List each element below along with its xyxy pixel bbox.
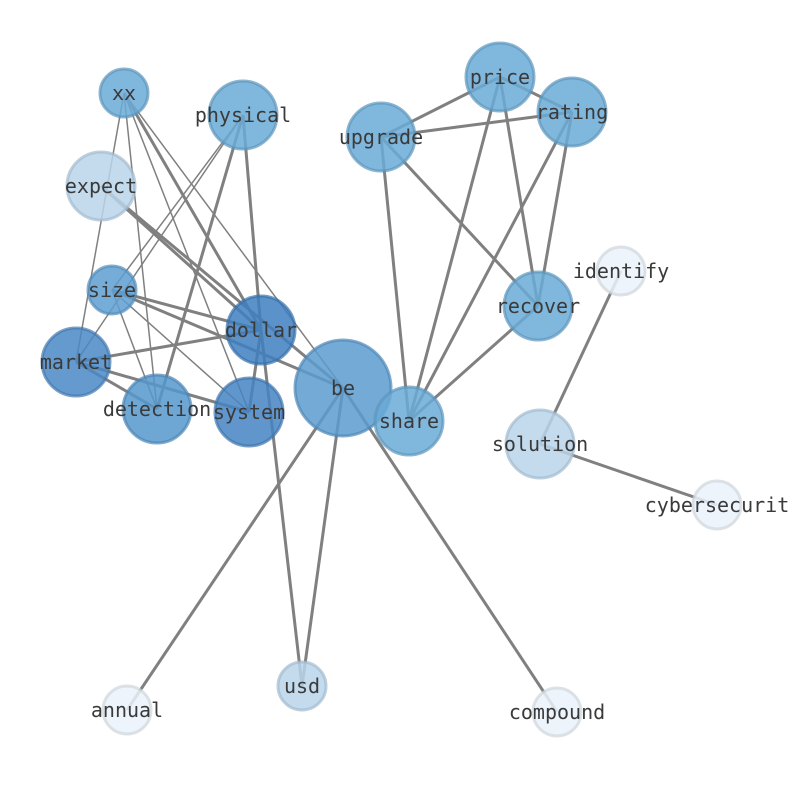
node-circle-xx[interactable] [98, 67, 150, 119]
node-label-price: price [470, 65, 530, 89]
node-expect[interactable]: expect [65, 150, 137, 222]
node-label-size: size [88, 278, 136, 302]
node-label-be: be [331, 376, 355, 400]
node-identify[interactable]: identify [573, 245, 669, 297]
node-system[interactable]: system [213, 376, 285, 448]
node-usd[interactable]: usd [276, 660, 328, 712]
edge-be-usd [300, 387, 345, 687]
node-circle-detection[interactable] [121, 373, 193, 445]
node-label-market: market [40, 350, 112, 374]
node-xx[interactable]: xx [98, 67, 150, 119]
node-circle-size[interactable] [86, 264, 138, 316]
node-label-identify: identify [573, 259, 669, 283]
node-rating[interactable]: rating [536, 76, 608, 148]
node-cybersecurity[interactable]: cybersecurit [645, 479, 790, 531]
edge-price-share [407, 76, 502, 422]
node-label-expect: expect [65, 174, 137, 198]
node-label-system: system [213, 400, 285, 424]
edge-upgrade-recover [379, 135, 540, 308]
node-circle-solution[interactable] [504, 408, 576, 480]
node-circle-compound[interactable] [531, 686, 583, 738]
node-label-upgrade: upgrade [339, 125, 423, 149]
node-solution[interactable]: solution [492, 408, 588, 480]
node-annual[interactable]: annual [91, 684, 163, 736]
node-physical[interactable]: physical [195, 79, 291, 151]
node-circle-price[interactable] [464, 41, 536, 113]
node-label-recover: recover [496, 294, 580, 318]
edge-xx-dollar [122, 92, 263, 331]
node-circle-be[interactable] [293, 338, 393, 438]
node-upgrade[interactable]: upgrade [339, 101, 423, 173]
edge-expect-dollar [99, 184, 263, 332]
node-label-usd: usd [284, 674, 320, 698]
edge-upgrade-share [379, 136, 411, 422]
node-be[interactable]: be [293, 338, 393, 438]
node-detection[interactable]: detection [103, 373, 211, 445]
node-circle-system[interactable] [213, 376, 285, 448]
node-circle-physical[interactable] [207, 79, 279, 151]
node-circle-rating[interactable] [536, 76, 608, 148]
node-circle-expect[interactable] [65, 150, 137, 222]
node-share[interactable]: share [373, 385, 445, 457]
edge-xx-be [123, 92, 344, 389]
node-label-xx: xx [112, 81, 136, 105]
edge-xx-system [123, 92, 250, 413]
edge-physical-dollar [241, 114, 263, 331]
edge-xx-market [75, 92, 125, 363]
node-circle-upgrade[interactable] [345, 101, 417, 173]
node-label-cybersecurity: cybersecurit [645, 493, 790, 517]
node-label-share: share [379, 409, 439, 433]
node-dollar[interactable]: dollar [225, 294, 297, 366]
edge-rating-share [407, 111, 574, 422]
node-circle-cybersecurity[interactable] [691, 479, 743, 531]
node-label-annual: annual [91, 698, 163, 722]
edge-be-annual [125, 387, 345, 711]
node-market[interactable]: market [40, 326, 112, 398]
node-label-detection: detection [103, 397, 211, 421]
node-layer: xx physical expect size dollar market detectio… [40, 41, 790, 738]
node-label-compound: compound [509, 700, 605, 724]
node-label-physical: physical [195, 103, 291, 127]
node-circle-identify[interactable] [595, 245, 647, 297]
edge-physical-detection [155, 114, 245, 410]
node-recover[interactable]: recover [496, 270, 580, 342]
node-circle-usd[interactable] [276, 660, 328, 712]
node-circle-dollar[interactable] [225, 294, 297, 366]
node-label-dollar: dollar [225, 318, 297, 342]
node-label-solution: solution [492, 432, 588, 456]
node-compound[interactable]: compound [509, 686, 605, 738]
node-circle-share[interactable] [373, 385, 445, 457]
edge-price-recover [498, 76, 540, 307]
node-circle-recover[interactable] [502, 270, 574, 342]
node-price[interactable]: price [464, 41, 536, 113]
node-circle-annual[interactable] [101, 684, 153, 736]
node-circle-market[interactable] [40, 326, 112, 398]
edge-physical-size [111, 114, 244, 291]
node-size[interactable]: size [86, 264, 138, 316]
node-label-rating: rating [536, 100, 608, 124]
edge-expect-be [100, 184, 344, 390]
edge-be-compound [341, 387, 559, 713]
